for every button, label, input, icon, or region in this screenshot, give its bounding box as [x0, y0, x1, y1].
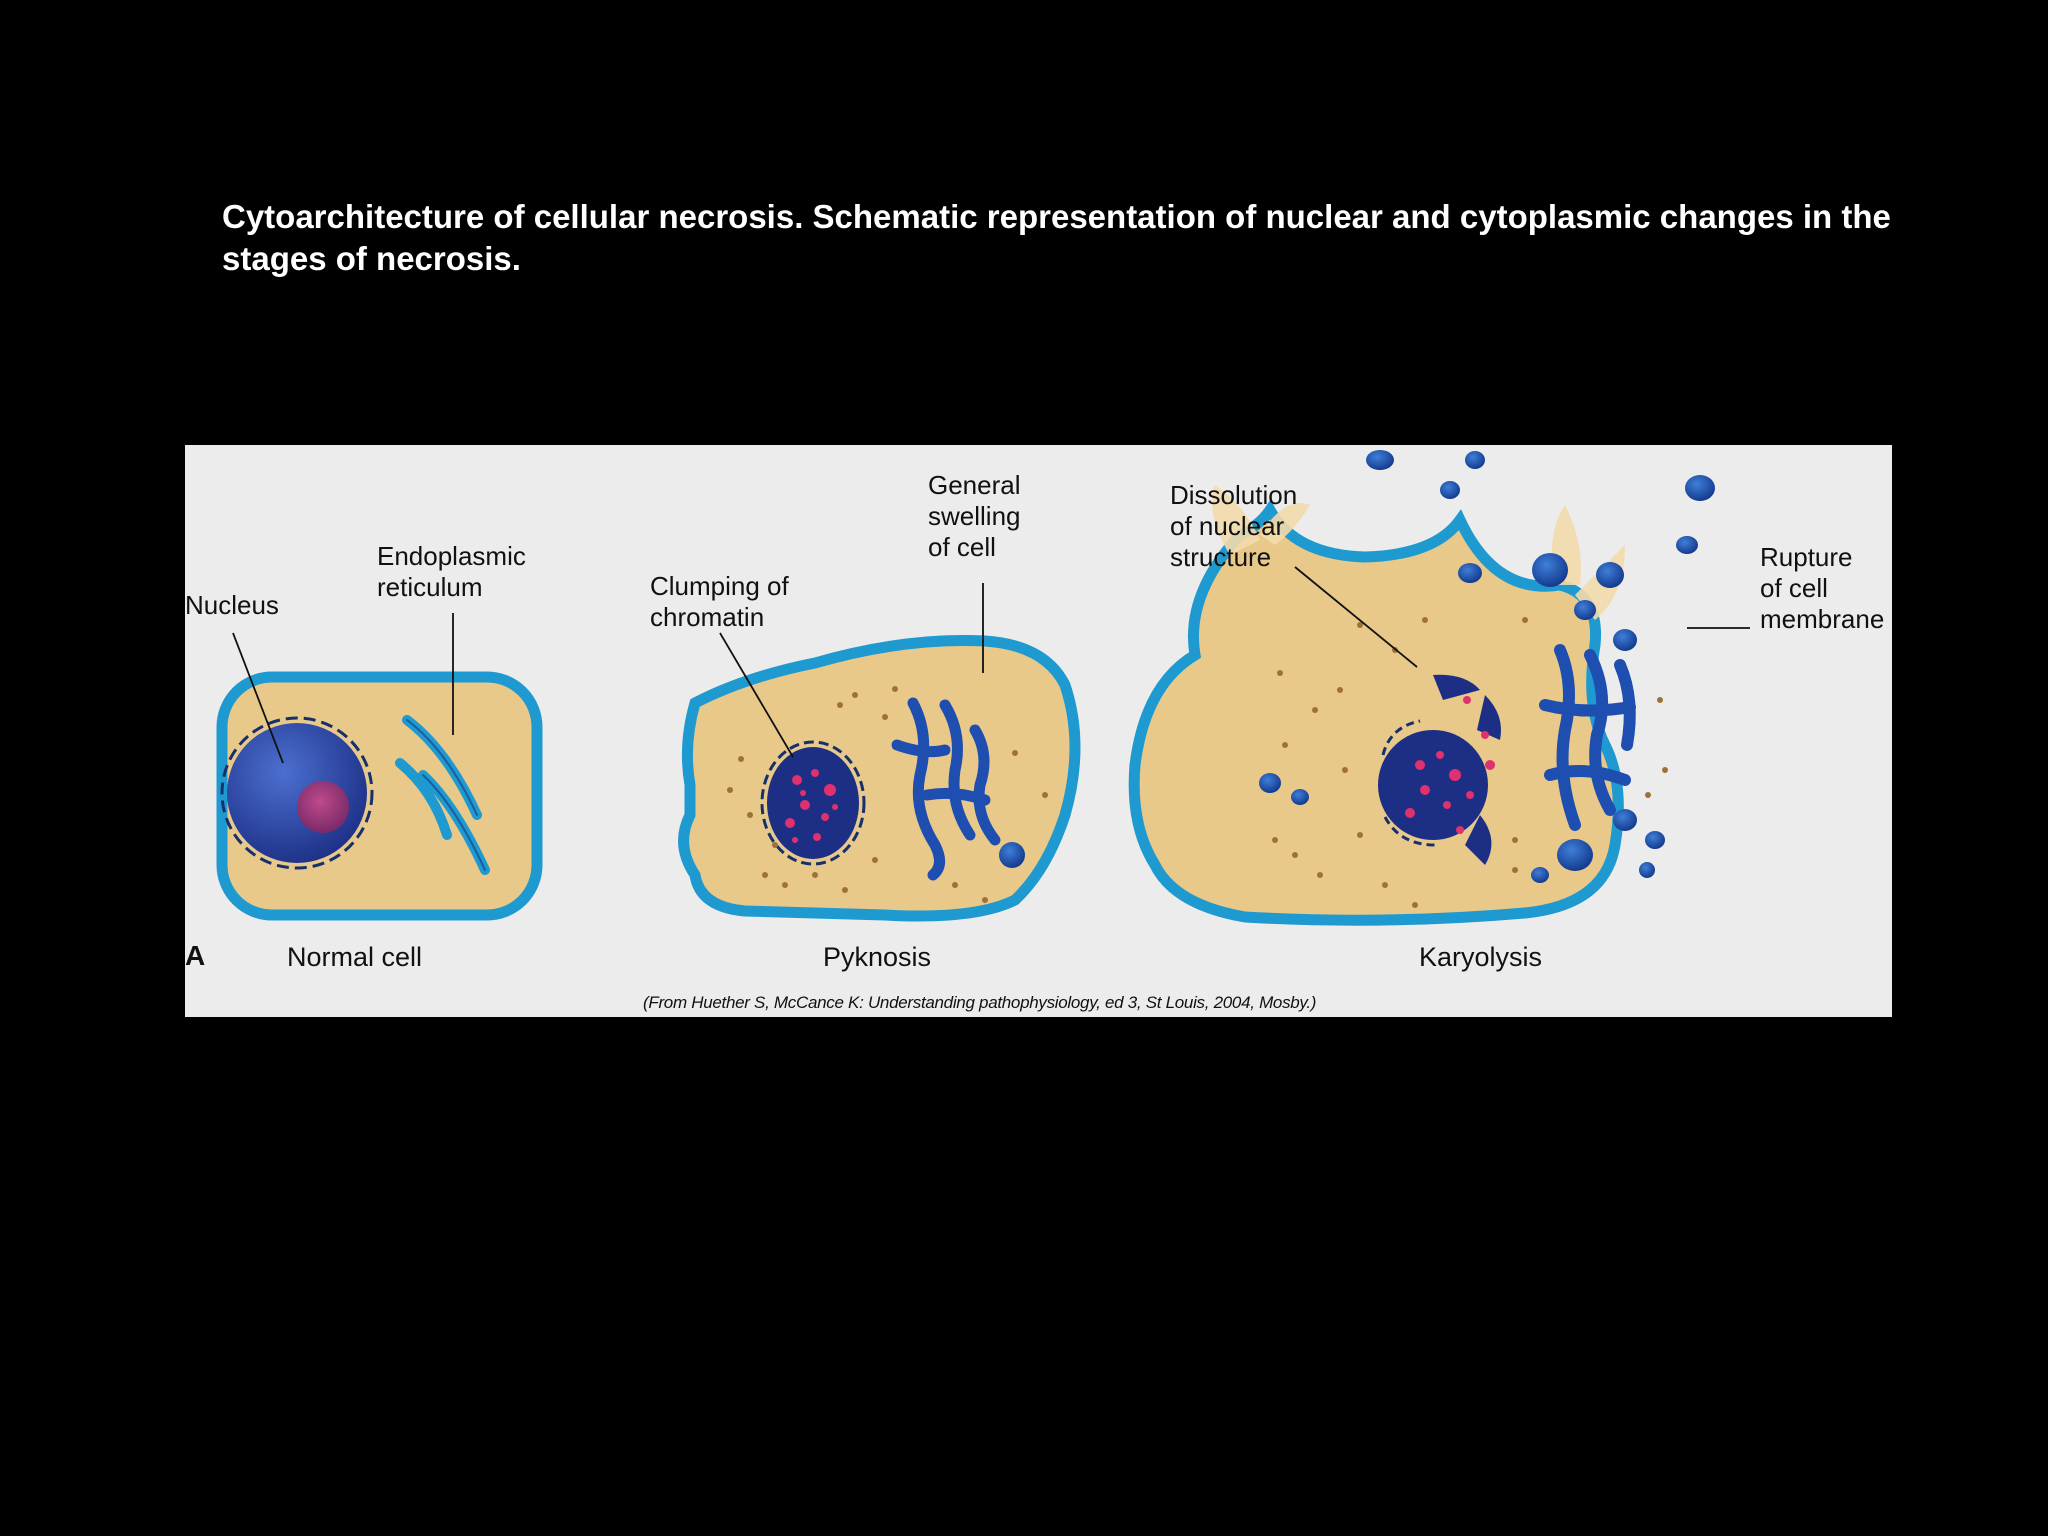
- label-clumping-of-chromatin: Clumping of chromatin: [650, 571, 789, 632]
- endoplasmic-reticulum: [395, 715, 490, 875]
- dissolving-nucleus: [1378, 730, 1488, 840]
- caption-normal-cell: Normal cell: [287, 942, 423, 972]
- slide-title: Cytoarchitecture of cellular necrosis. S…: [222, 198, 1891, 277]
- caption-pyknosis: Pyknosis: [823, 942, 932, 972]
- karyolysis-granules: [1272, 617, 1668, 908]
- karyolysis-cell: [1128, 450, 1715, 926]
- normal-nucleus: [227, 723, 367, 863]
- karyolysis-er: [1539, 644, 1636, 831]
- label-nucleus: Nucleus: [185, 590, 279, 620]
- clumped-chromatin: [785, 769, 838, 843]
- pyknosis-granules: [727, 686, 1048, 903]
- caption-karyolysis: Karyolysis: [1419, 942, 1543, 972]
- nuclear-envelope: [220, 716, 374, 870]
- cytoplasmic-vacuoles: [1259, 553, 1665, 883]
- label-general-swelling: General swelling of cell: [928, 470, 1021, 562]
- karyolysis-chromatin: [1405, 696, 1495, 834]
- nucleolus: [297, 781, 349, 833]
- escaping-vesicles: [1366, 450, 1715, 554]
- leader-lines: [232, 566, 1750, 764]
- label-endoplasmic-reticulum: Endoplasmic reticulum: [377, 541, 526, 602]
- label-rupture-cell-membrane: Rupture of cell membrane: [1760, 542, 1885, 634]
- swollen-er: [891, 697, 1001, 881]
- label-dissolution-nuclear-structure: Dissolution of nuclear structure: [1170, 480, 1298, 572]
- panel-letter: A: [185, 940, 206, 971]
- nuclear-fragments: [1433, 674, 1501, 865]
- necrosis-diagram: Nucleus Endoplasmic reticulum Clumping o…: [185, 445, 1892, 1017]
- normal-cell: [216, 671, 543, 921]
- karyolysis-cell-membrane: [1128, 499, 1624, 926]
- pyknosis-cell-membrane: [678, 634, 1081, 922]
- diagram-artwork: [216, 450, 1750, 926]
- pyknosis-cell: [678, 634, 1081, 922]
- figure-source-citation: (From Huether S, McCance K: Understandin…: [643, 993, 1317, 1012]
- pyknotic-nucleus: [767, 747, 859, 859]
